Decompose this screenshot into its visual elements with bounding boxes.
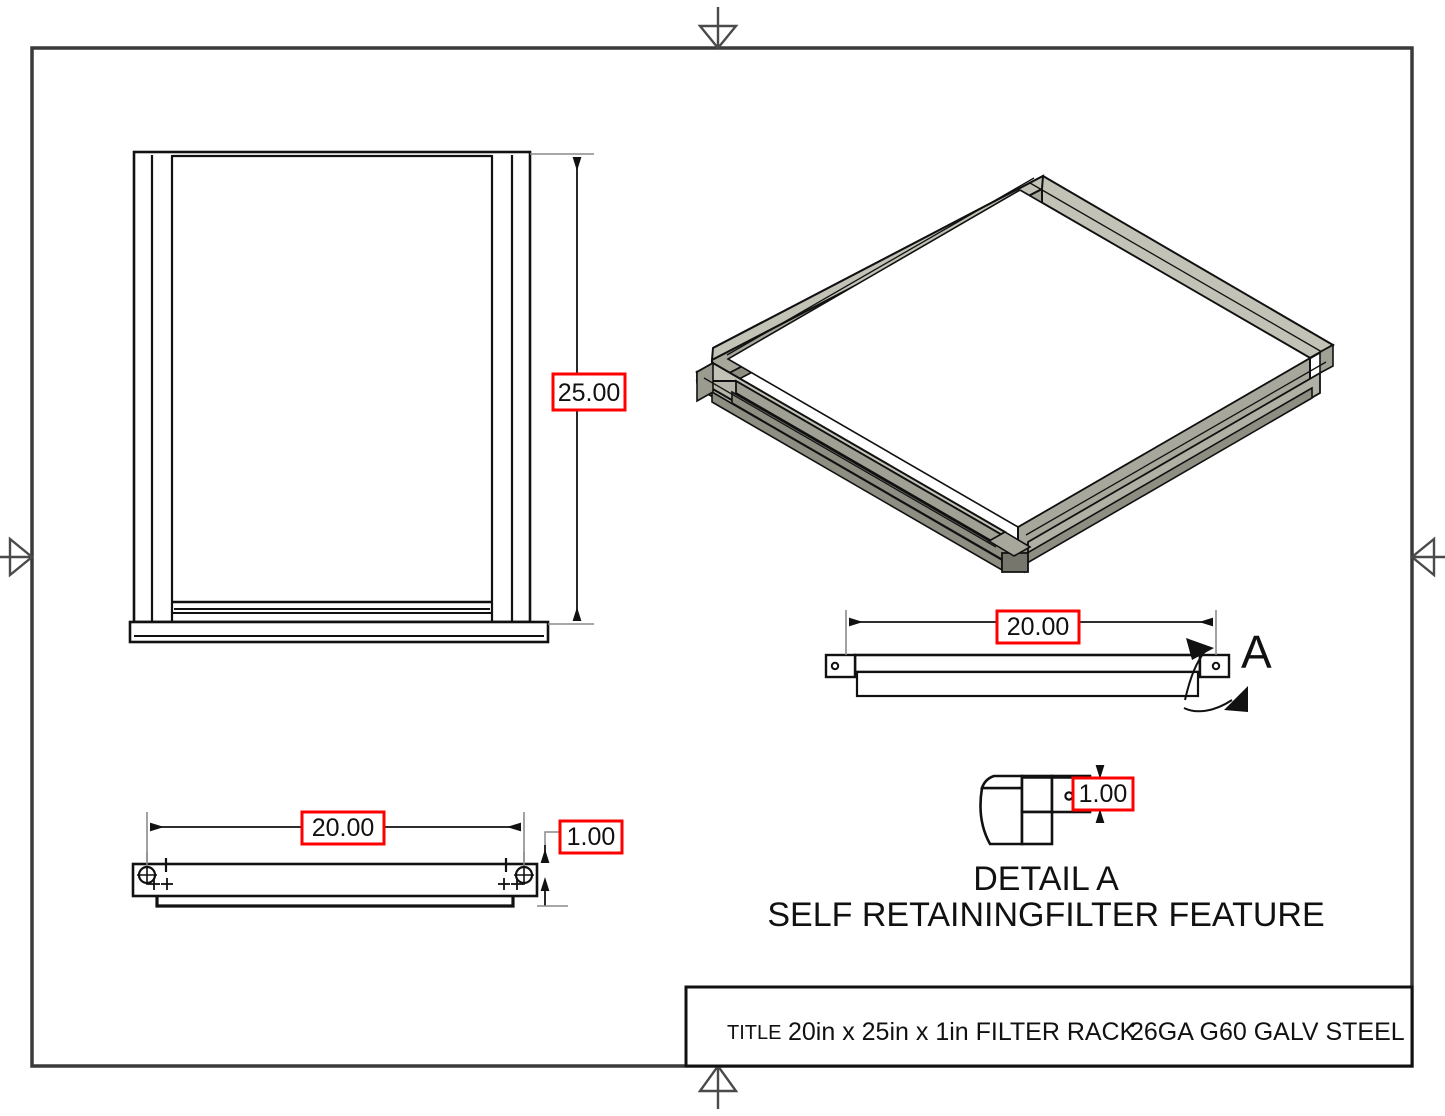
dimension-20-side: 20.00	[845, 609, 1217, 655]
title-block-label: TITLE	[727, 1022, 781, 1044]
side-view	[824, 653, 1231, 698]
center-mark-right-icon	[1410, 536, 1445, 578]
dimension-1-detail-label: 1.00	[1079, 780, 1128, 808]
bottom-view	[131, 852, 539, 908]
dimension-20-side-label: 20.00	[1007, 613, 1070, 641]
dimension-1-bottom: 1.00	[537, 819, 624, 907]
detail-a-title: DETAIL A	[973, 860, 1119, 898]
center-mark-top-icon	[697, 7, 739, 50]
detail-callout-a: A	[1183, 626, 1272, 713]
title-block[interactable]: TITLE 20in x 25in x 1in FILTER RACK 26GA…	[684, 985, 1414, 1068]
dimension-25: 25.00	[530, 153, 627, 625]
dimension-20-bottom-label: 20.00	[312, 814, 375, 842]
center-mark-left-icon	[0, 536, 34, 578]
dimension-25-label: 25.00	[558, 379, 621, 407]
front-view	[128, 150, 550, 644]
dimension-20-bottom: 20.00	[146, 810, 525, 862]
dimension-1-detail: 1.00	[1071, 765, 1135, 823]
title-block-part-name: 20in x 25in x 1in FILTER RACK	[788, 1018, 1137, 1046]
detail-a-subtitle: SELF RETAININGFILTER FEATURE	[767, 896, 1324, 934]
dimension-1-bottom-label: 1.00	[567, 823, 616, 851]
title-block-material: 26GA G60 GALV STEEL	[1130, 1018, 1405, 1046]
isometric-view	[694, 174, 1336, 574]
detail-callout-letter: A	[1241, 626, 1272, 678]
center-mark-bottom-icon	[697, 1063, 739, 1109]
